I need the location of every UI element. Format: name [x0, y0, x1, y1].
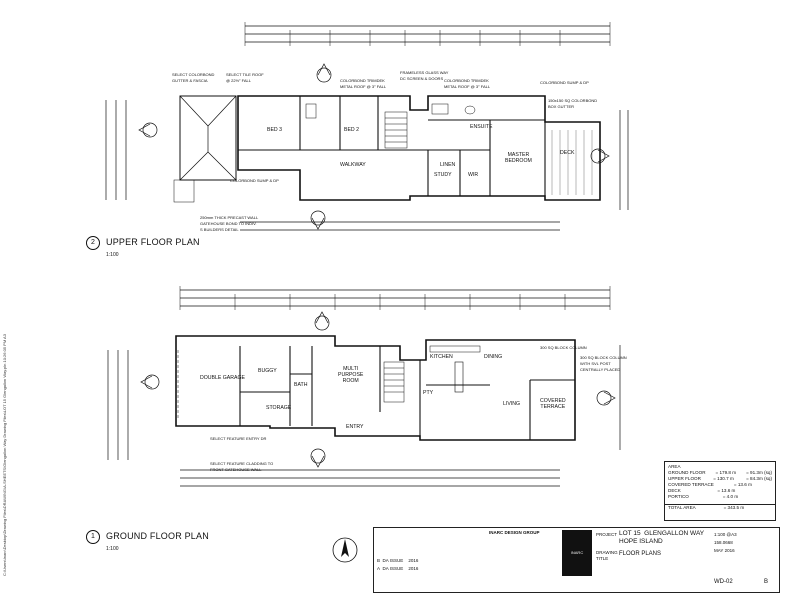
room-kitchen: KITCHEN	[430, 354, 453, 360]
note-sump-2: COLORBOND SUMP & DP	[230, 178, 279, 183]
note-block-column-2: 300 SQ BLOCK COLUMN WITH SVL POST CENTRA…	[580, 355, 627, 372]
project-label: PROJECT	[596, 532, 618, 537]
area-total-row: TOTAL AREA= 343.5 m	[665, 504, 775, 511]
drawing-title: FLOOR PLANS	[619, 551, 662, 557]
scale-value: 1:100 @A3	[714, 532, 737, 537]
project-name: LOT 15 GLENGALLON WAY HOPE ISLAND	[619, 530, 705, 545]
area-schedule: AREA GROUND FLOOR= 179.8 m= 91.3m (sq) U…	[664, 461, 776, 521]
room-deck: DECK	[560, 150, 575, 156]
ground-plan-title: GROUND FLOOR PLAN	[106, 531, 209, 541]
date-value: MAY 2016	[714, 548, 735, 553]
ground-plan-scale: 1:100	[106, 546, 119, 552]
note-entry-door: SELECT FEATURE ENTRY DR	[210, 436, 267, 441]
north-arrow-icon	[332, 537, 358, 563]
room-double-garage: DOUBLE GARAGE	[200, 375, 245, 381]
firm-name: INARC DESIGN GROUP	[489, 530, 540, 535]
room-entry: ENTRY	[346, 424, 364, 430]
rev-row: B DA ISSUE 2016	[377, 558, 419, 563]
upper-plan-scale: 1:100	[106, 252, 119, 258]
room-bed2: BED 2	[344, 127, 359, 133]
room-walkway: WALKWAY	[340, 162, 366, 168]
room-dining: DINING	[484, 354, 503, 360]
room-linen: LINEN	[440, 162, 456, 168]
room-buggy: BUGGY	[258, 368, 277, 374]
job-number: 158.0668	[714, 540, 733, 545]
upper-plan-title: UPPER FLOOR PLAN	[106, 237, 200, 247]
area-heading: AREA	[668, 464, 681, 469]
inarc-logo: INARC	[562, 530, 592, 576]
note-metal-roof-1: COLORBOND TRIMDEK METAL ROOF @ 3° FALL	[340, 78, 387, 89]
room-wir: WIR	[468, 172, 479, 178]
drawing-number: WD-02	[714, 579, 733, 585]
room-storage: STORAGE	[266, 405, 292, 411]
area-row: GROUND FLOOR= 179.8 m= 91.3m (sq)	[668, 470, 772, 475]
area-row: PORTICO= 4.0 m	[668, 494, 739, 499]
room-multi-purpose: MULTI PURPOSE ROOM	[338, 366, 364, 384]
note-frameless-glass: FRAMELESS GLASS WAY DC SCREEN & DOORS	[400, 70, 449, 81]
room-covered-terrace: COVERED TERRACE	[540, 398, 566, 410]
area-row: COVERED TERRACE= 13.6 m	[668, 482, 752, 487]
drawing-label: DRAWING TITLE	[596, 550, 618, 561]
note-block-column-1: 300 SQ BLOCK COLUMN	[540, 345, 587, 350]
note-metal-roof-2: COLORBOND TRIMDEK METAL ROOF @ 3° FALL	[444, 78, 491, 89]
area-row: DECK= 13.6 m	[668, 488, 736, 493]
area-row: UPPER FLOOR= 130.7 m= 84.3m (sq)	[668, 476, 772, 481]
room-study: STUDY	[434, 172, 452, 178]
note-precast-wall: 250mm THICK PRECAST WALL GATEHOUSE BOND …	[200, 215, 259, 232]
file-path-note: C:\Users\Inarc\Desktop\Drawing Files\DRA…	[2, 334, 7, 576]
room-master-bedroom: MASTER BEDROOM	[505, 152, 532, 164]
rev-row: A DA ISSUE 2016	[377, 566, 419, 571]
note-tile-roof: SELECT TILE ROOF @ 22½° FALL	[226, 72, 264, 83]
room-living: LIVING	[503, 401, 521, 407]
room-pantry: PTY	[423, 390, 434, 396]
upper-plan-number: 2	[86, 236, 100, 250]
room-ensuite: ENSUITE	[470, 124, 493, 130]
ground-plan-number: 1	[86, 530, 100, 544]
note-box-gutter: 150x150 SQ COLORBOND BOX GUTTER	[548, 98, 598, 109]
note-cladding: SELECT FEATURE CLADDING TO FRONT GATEHOU…	[210, 461, 274, 472]
note-gutter: SELECT COLORBOND GUTTER & FASCIA	[172, 72, 215, 83]
note-sump-1: COLORBOND SUMP & DP	[540, 80, 589, 85]
room-bath: BATH	[294, 382, 308, 388]
title-block: B DA ISSUE 2016 A DA ISSUE 2016 INARC DE…	[373, 527, 780, 593]
room-bed3: BED 3	[267, 127, 282, 133]
revision-letter: B	[764, 579, 769, 585]
